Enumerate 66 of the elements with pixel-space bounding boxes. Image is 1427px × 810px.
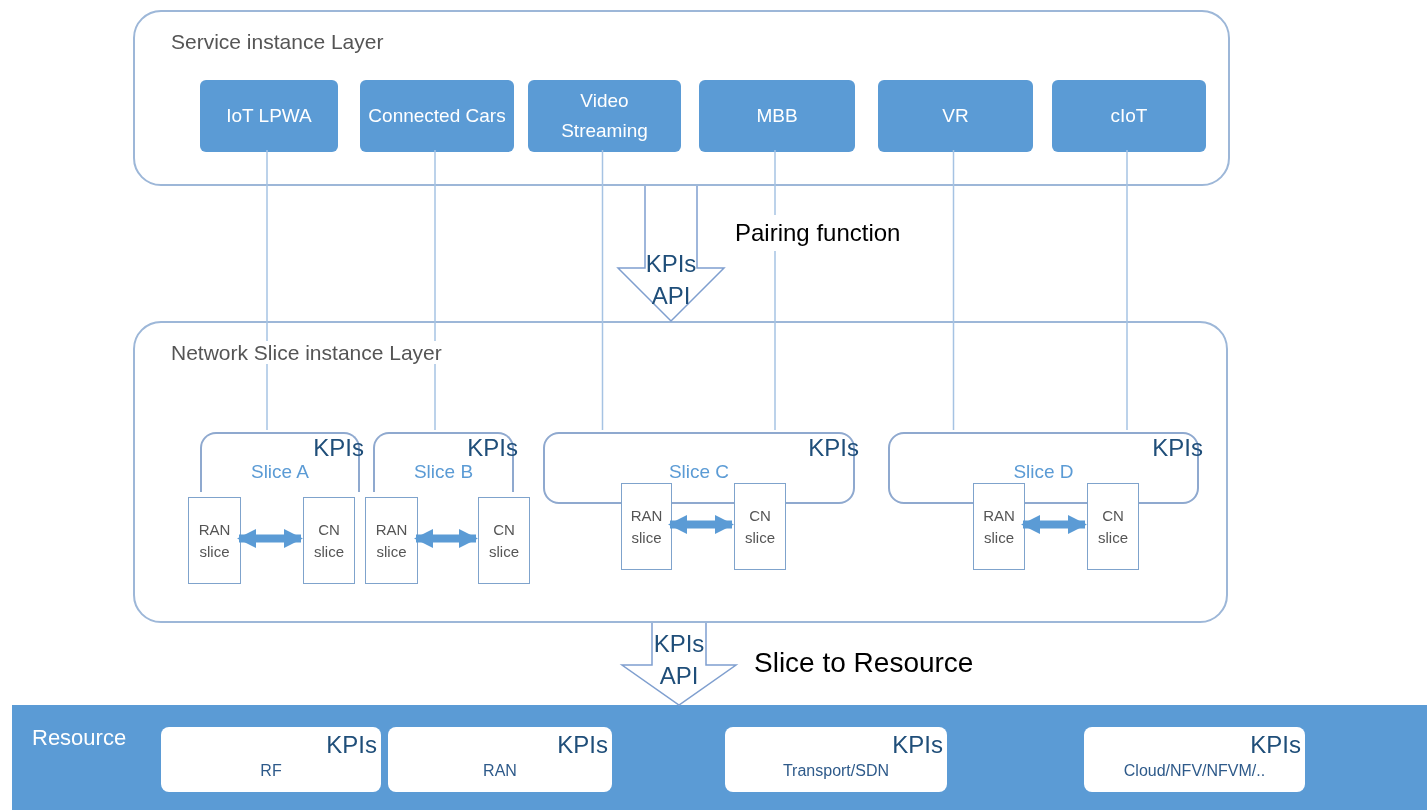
resource-box	[161, 727, 381, 792]
slice-component-box	[303, 497, 355, 584]
double-arrow	[668, 514, 734, 535]
connector-line	[952, 149, 955, 431]
kpis-label: KPIs	[1152, 433, 1203, 463]
slice-component-box	[478, 497, 530, 584]
connector-line	[434, 149, 436, 431]
service-box	[1052, 80, 1206, 152]
resource-title: Resource	[32, 724, 127, 752]
slice-component-label: RAN slice	[197, 519, 232, 562]
double-arrow	[414, 528, 478, 549]
service-label: VR	[941, 104, 970, 128]
connector-line	[1126, 149, 1128, 431]
service-box	[200, 80, 338, 152]
connector-line	[266, 149, 268, 431]
service-box	[699, 80, 855, 152]
slice-component-label: RAN slice	[982, 505, 1016, 548]
resource-label: Cloud/NFV/NFVM/..	[1122, 761, 1267, 781]
slice-component-label: CN slice	[1097, 505, 1129, 548]
service-box	[528, 80, 681, 152]
kpis-label: KPIs	[557, 730, 608, 760]
service-label: MBB	[755, 104, 799, 128]
kpis-label: KPIs	[892, 730, 943, 760]
annotation-text: Pairing function	[735, 215, 901, 251]
kpis-label: KPIs	[467, 433, 518, 463]
service-label: Video Streaming	[560, 89, 649, 143]
service-label: Connected Cars	[367, 104, 507, 128]
double-arrow	[1021, 514, 1087, 535]
resource-label: RAN	[482, 761, 518, 781]
slice-component-box	[188, 497, 241, 584]
slice-component-box	[621, 483, 672, 570]
double-arrow	[237, 528, 303, 549]
hollow-arrow	[616, 185, 726, 323]
resource-box	[388, 727, 612, 792]
edge-label: KPIs API	[644, 249, 698, 311]
slice-component-label: CN slice	[744, 505, 776, 548]
slice-label: Slice D	[1012, 460, 1075, 484]
service-label: cIoT	[1109, 104, 1149, 128]
slice-component-box	[365, 497, 418, 584]
resource-box	[725, 727, 947, 792]
resource-box	[1084, 727, 1305, 792]
kpis-label: KPIs	[1250, 730, 1301, 760]
kpis-label: KPIs	[313, 433, 364, 463]
service-label: IoT LPWA	[225, 104, 313, 128]
resource-label: RF	[259, 761, 283, 781]
slice-label: Slice B	[412, 460, 475, 484]
kpis-label: KPIs	[808, 433, 859, 463]
hollow-arrow	[619, 622, 739, 706]
slice-component-label: CN slice	[488, 519, 520, 562]
resource-band	[12, 705, 1427, 810]
slice-label: Slice A	[249, 460, 311, 484]
slice-component-box	[1087, 483, 1139, 570]
slice-component-label: CN slice	[313, 519, 345, 562]
kpis-label: KPIs	[326, 730, 377, 760]
edge-label: KPIs API	[652, 629, 706, 691]
slice-component-label: RAN slice	[629, 505, 664, 548]
connector-line	[601, 149, 604, 431]
service-box	[878, 80, 1033, 152]
resource-label: Transport/SDN	[781, 761, 891, 781]
service-box	[360, 80, 514, 152]
layer-panel	[133, 321, 1228, 623]
layer-panel	[133, 10, 1230, 186]
slice-component-label: RAN slice	[374, 519, 409, 562]
slice-component-box	[973, 483, 1025, 570]
slice-label: Slice C	[667, 460, 731, 484]
slice-component-box	[734, 483, 786, 570]
